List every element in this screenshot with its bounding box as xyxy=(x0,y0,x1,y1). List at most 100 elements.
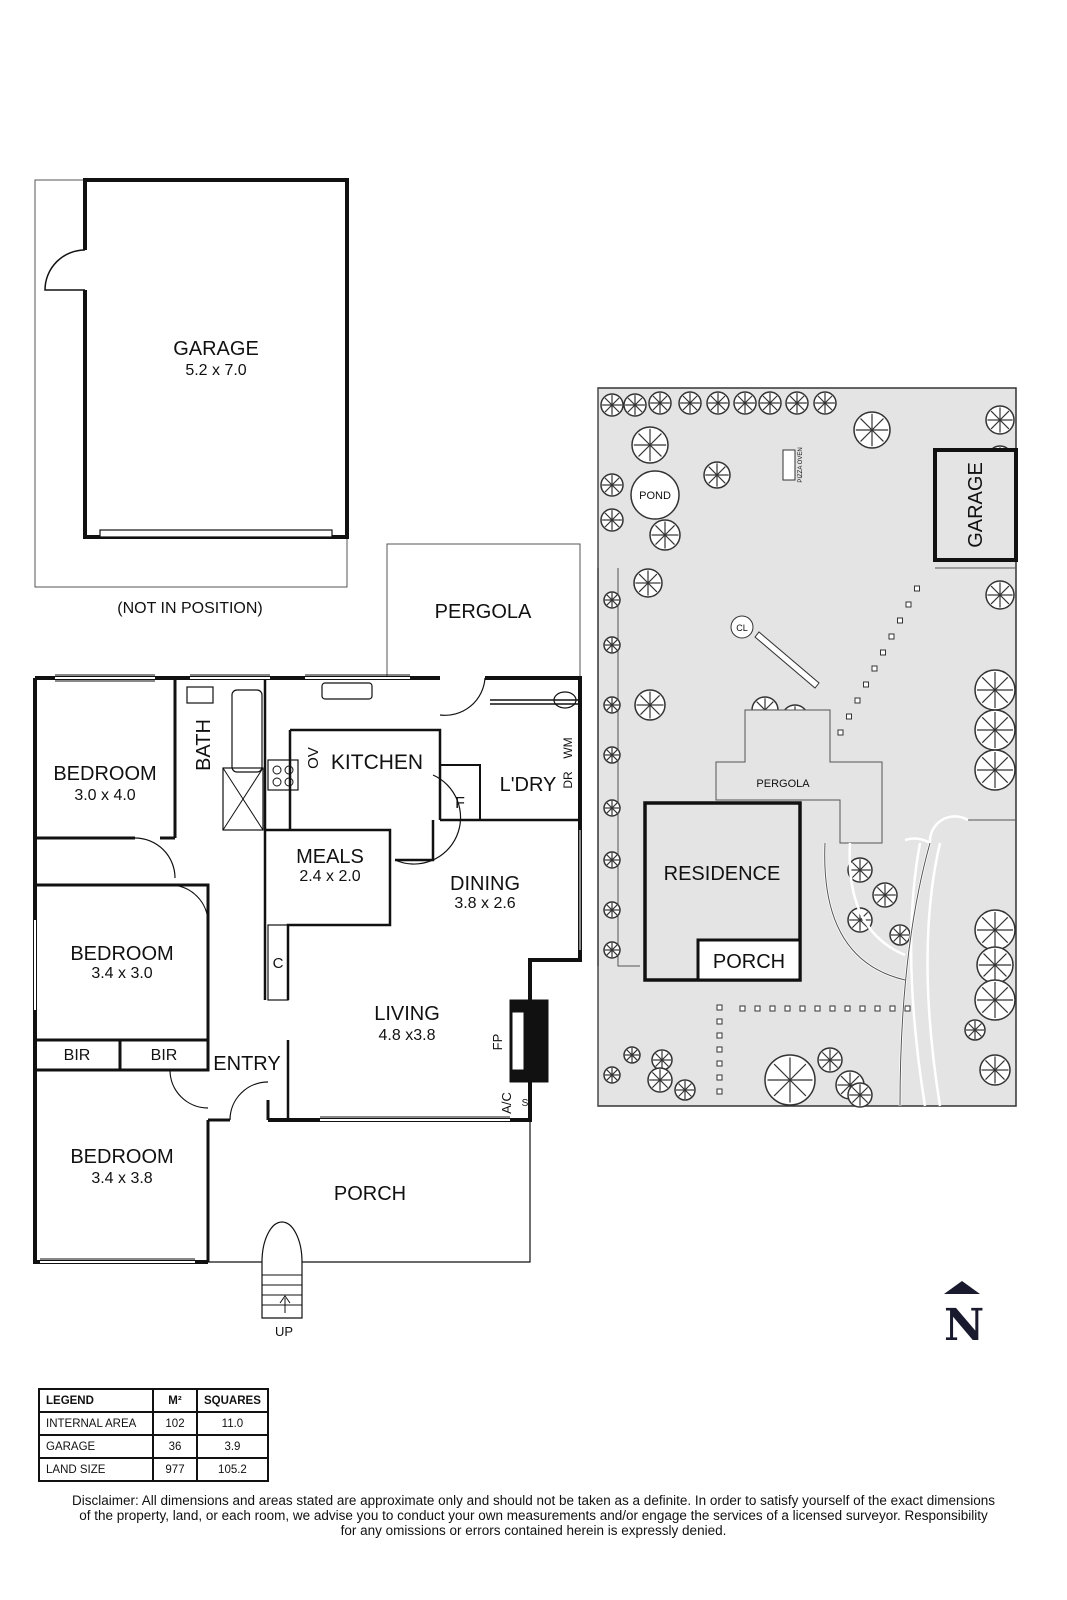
tree-icon xyxy=(964,1019,986,1041)
disclaimer: Disclaimer: All dimensions and areas sta… xyxy=(10,1493,1057,1538)
tree-icon xyxy=(853,411,891,449)
paver xyxy=(799,1005,806,1012)
house-walls xyxy=(33,674,582,1319)
legend-row: INTERNAL AREA 102 11.0 xyxy=(38,1411,269,1436)
meals-size: 2.4 x 2.0 xyxy=(299,868,360,885)
disclaimer-line: of the property, land, or each room, we … xyxy=(79,1508,988,1523)
tree-icon xyxy=(758,391,782,415)
bedroom3-label: BEDROOM xyxy=(70,1146,173,1168)
tree-icon xyxy=(603,901,621,919)
tree-icon xyxy=(813,391,837,415)
tree-icon xyxy=(631,426,669,464)
tree-icon xyxy=(603,799,621,817)
paver xyxy=(716,1088,723,1095)
tree-icon xyxy=(603,746,621,764)
paver xyxy=(716,1046,723,1053)
tree-icon xyxy=(603,591,621,609)
tree-icon xyxy=(974,979,1016,1021)
tree-icon xyxy=(600,473,624,497)
cupboard-label: C xyxy=(273,955,284,972)
tree-icon xyxy=(817,1047,843,1073)
tree-icon xyxy=(847,1082,873,1108)
living-label: LIVING xyxy=(374,1003,440,1025)
room-labels: BEDROOM 3.0 x 4.0 BEDROOM 3.4 x 3.0 BEDR… xyxy=(53,719,575,1339)
paver xyxy=(716,1032,723,1039)
bir2-label: BIR xyxy=(151,1047,178,1064)
dining-label: DINING xyxy=(450,873,520,895)
tree-icon xyxy=(974,709,1016,751)
pergola-area: PERGOLA xyxy=(386,543,581,678)
tree-icon xyxy=(649,519,681,551)
meals-label: MEALS xyxy=(296,846,364,868)
disclaimer-line: Disclaimer: All dimensions and areas sta… xyxy=(71,1493,995,1508)
bath-label: BATH xyxy=(193,719,215,771)
tree-icon xyxy=(733,391,757,415)
pergola-label: PERGOLA xyxy=(435,601,532,623)
tree-icon xyxy=(634,689,666,721)
paver xyxy=(880,649,886,656)
legend-cell: 11.0 xyxy=(196,1411,269,1436)
residence-label: RESIDENCE xyxy=(664,863,781,885)
paver xyxy=(769,1005,776,1012)
fireplace-label: FP xyxy=(490,1034,505,1051)
entry-label: ENTRY xyxy=(213,1053,280,1075)
oven-label: OV xyxy=(305,747,322,769)
bedroom2-size: 3.4 x 3.0 xyxy=(91,965,152,982)
paver xyxy=(871,665,878,672)
tree-icon xyxy=(603,636,621,654)
legend-header-cell: LEGEND xyxy=(38,1388,154,1413)
tree-icon xyxy=(603,941,621,959)
paver xyxy=(889,1005,896,1012)
paver xyxy=(716,1004,723,1011)
tree-icon xyxy=(603,1066,621,1084)
tree-icon xyxy=(872,882,898,908)
legend-header-cell: M² xyxy=(152,1388,198,1413)
pond-label: POND xyxy=(639,490,671,502)
paver xyxy=(897,617,903,624)
tree-icon xyxy=(979,1054,1011,1086)
paver xyxy=(904,1005,911,1012)
tree-icon xyxy=(974,909,1016,951)
legend-cell: 105.2 xyxy=(196,1457,269,1482)
legend-row: GARAGE 36 3.9 xyxy=(38,1434,269,1459)
legend-cell: 977 xyxy=(152,1457,198,1482)
tree-icon xyxy=(623,1046,641,1064)
kitchen-label: KITCHEN xyxy=(331,751,423,774)
north-label: N xyxy=(944,1300,985,1351)
paver xyxy=(888,633,895,640)
ac-label: A/C xyxy=(499,1092,514,1114)
tree-icon xyxy=(985,580,1015,610)
site-garage-label: GARAGE xyxy=(965,462,987,548)
porch-label: PORCH xyxy=(334,1183,406,1205)
tree-icon xyxy=(600,508,624,532)
paver xyxy=(784,1005,791,1012)
legend-cell: 3.9 xyxy=(196,1434,269,1459)
tree-icon xyxy=(976,946,1014,984)
legend-header: LEGEND M² SQUARES xyxy=(38,1388,269,1413)
tree-icon xyxy=(764,1054,816,1106)
paver xyxy=(837,729,844,736)
legend-cell: 102 xyxy=(152,1411,198,1436)
dryer-label: DR xyxy=(561,771,575,789)
bedroom1-label: BEDROOM xyxy=(53,763,156,785)
tree-icon xyxy=(706,391,730,415)
tree-icon xyxy=(647,1067,673,1093)
tree-icon xyxy=(847,857,873,883)
north-arrow-icon xyxy=(944,1281,980,1294)
paver xyxy=(716,1074,723,1081)
s-label: S xyxy=(522,1098,529,1109)
tree-icon xyxy=(974,749,1016,791)
tree-icon xyxy=(678,391,702,415)
living-size: 4.8 x3.8 xyxy=(379,1027,436,1044)
site-pergola-label: PERGOLA xyxy=(756,778,810,790)
legend-cell: LAND SIZE xyxy=(38,1457,154,1482)
tree-icon xyxy=(600,393,624,417)
garage-plan: GARAGE 5.2 x 7.0 (NOT IN POSITION) xyxy=(34,178,349,617)
tree-icon xyxy=(889,924,911,946)
paver xyxy=(859,1005,866,1012)
tree-icon xyxy=(603,851,621,869)
disclaimer-line: for any omissions or errors contained he… xyxy=(340,1523,727,1538)
legend-header-cell: SQUARES xyxy=(196,1388,269,1413)
legend-cell: GARAGE xyxy=(38,1434,154,1459)
